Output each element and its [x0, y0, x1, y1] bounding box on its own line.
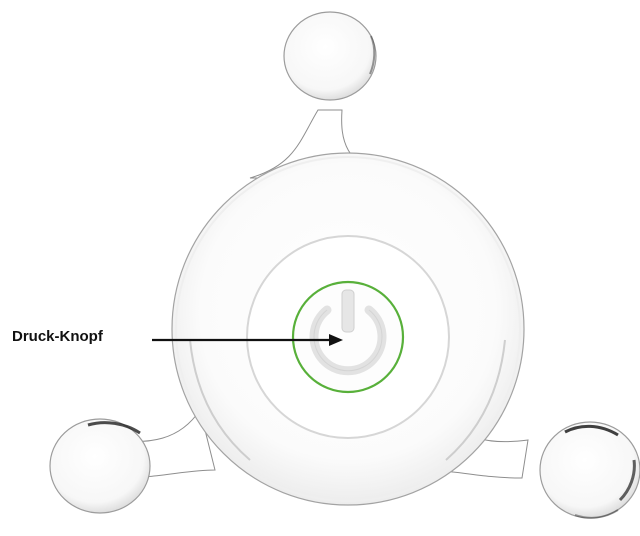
- left-knob: [50, 419, 150, 513]
- druck-knopf-label: Druck-Knopf: [12, 328, 103, 345]
- right-knob: [540, 422, 640, 518]
- top-knob: [284, 12, 376, 100]
